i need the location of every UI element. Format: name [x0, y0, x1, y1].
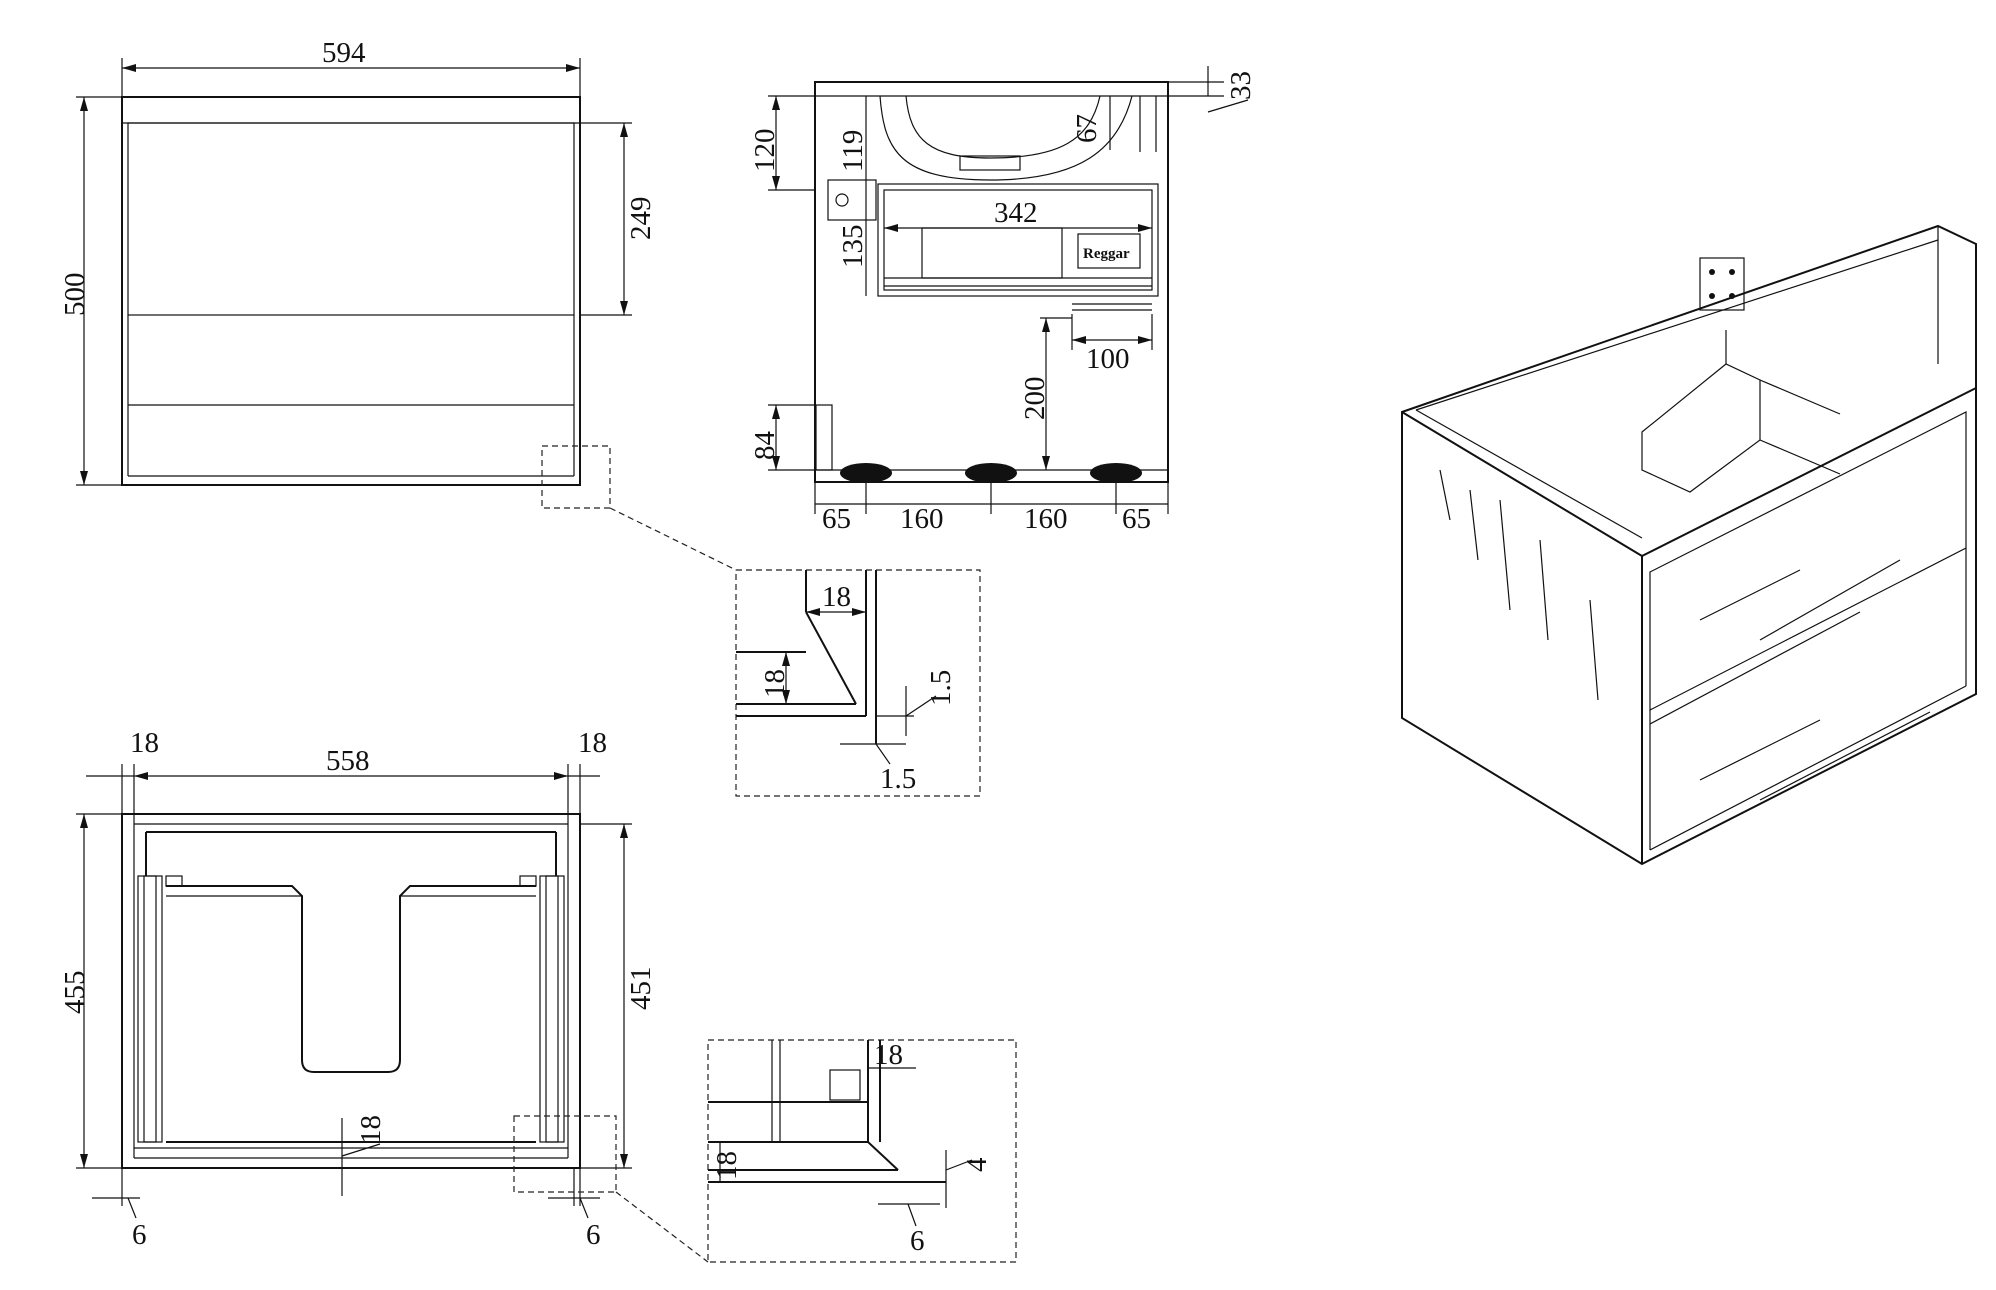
detail-a-15-h-label: 1.5 [880, 763, 916, 795]
hinge-bracket-icon [1699, 257, 1745, 311]
front-height-label: 500 [59, 273, 91, 317]
dim-135-label: 135 [837, 225, 869, 269]
top-view: 18 558 18 455 451 18 6 6 [59, 727, 709, 1263]
offset-right-label: 6 [586, 1219, 601, 1251]
detail-b-4-label: 4 [961, 1157, 993, 1172]
detail-a-18-h-label: 18 [822, 581, 851, 613]
detail-b-18-left-label: 18 [711, 1151, 743, 1180]
depth-outer-label: 455 [59, 971, 91, 1015]
detail-a-15-v-label: 1.5 [925, 670, 957, 706]
dim-84-label: 84 [749, 431, 781, 461]
spacing-160-a-label: 160 [900, 503, 944, 535]
leg-icon [1090, 463, 1142, 483]
back-thickness-label: 18 [355, 1115, 387, 1144]
spacing-65-left-label: 65 [822, 503, 851, 535]
side-view: Reggar 33 67 120 119 135 [749, 66, 1257, 535]
offset-left-label: 6 [132, 1219, 147, 1251]
detail-a-18-v-label: 18 [759, 669, 791, 698]
sink-depth-label: 67 [1071, 114, 1103, 143]
dim-119-label: 119 [837, 130, 869, 172]
top-thickness-label: 33 [1225, 71, 1257, 100]
detail-b-18-top-label: 18 [874, 1039, 903, 1071]
leg-icon [840, 463, 892, 483]
brand-label: Reggar [1083, 246, 1130, 262]
leg-icon [965, 463, 1017, 483]
dim-120-label: 120 [749, 129, 781, 173]
front-width-label: 594 [322, 37, 366, 69]
spacing-65-right-label: 65 [1122, 503, 1151, 535]
dim-100-label: 100 [1086, 343, 1130, 375]
detail-b-6-label: 6 [910, 1225, 925, 1257]
inner-width-label: 558 [326, 745, 370, 777]
detail-b: 18 18 4 6 [707, 1039, 1017, 1263]
drawer-height-label: 249 [625, 197, 657, 241]
dim-200-label: 200 [1019, 377, 1051, 421]
front-view: 594 500 249 [59, 37, 737, 571]
isometric-view [1401, 224, 1977, 866]
spacing-160-b-label: 160 [1024, 503, 1068, 535]
side-left-label: 18 [130, 727, 159, 759]
depth-inner-label: 451 [625, 967, 657, 1011]
detail-a: 18 18 1.5 1.5 [735, 569, 981, 797]
side-right-label: 18 [578, 727, 607, 759]
drawer-depth-label: 342 [994, 197, 1038, 229]
